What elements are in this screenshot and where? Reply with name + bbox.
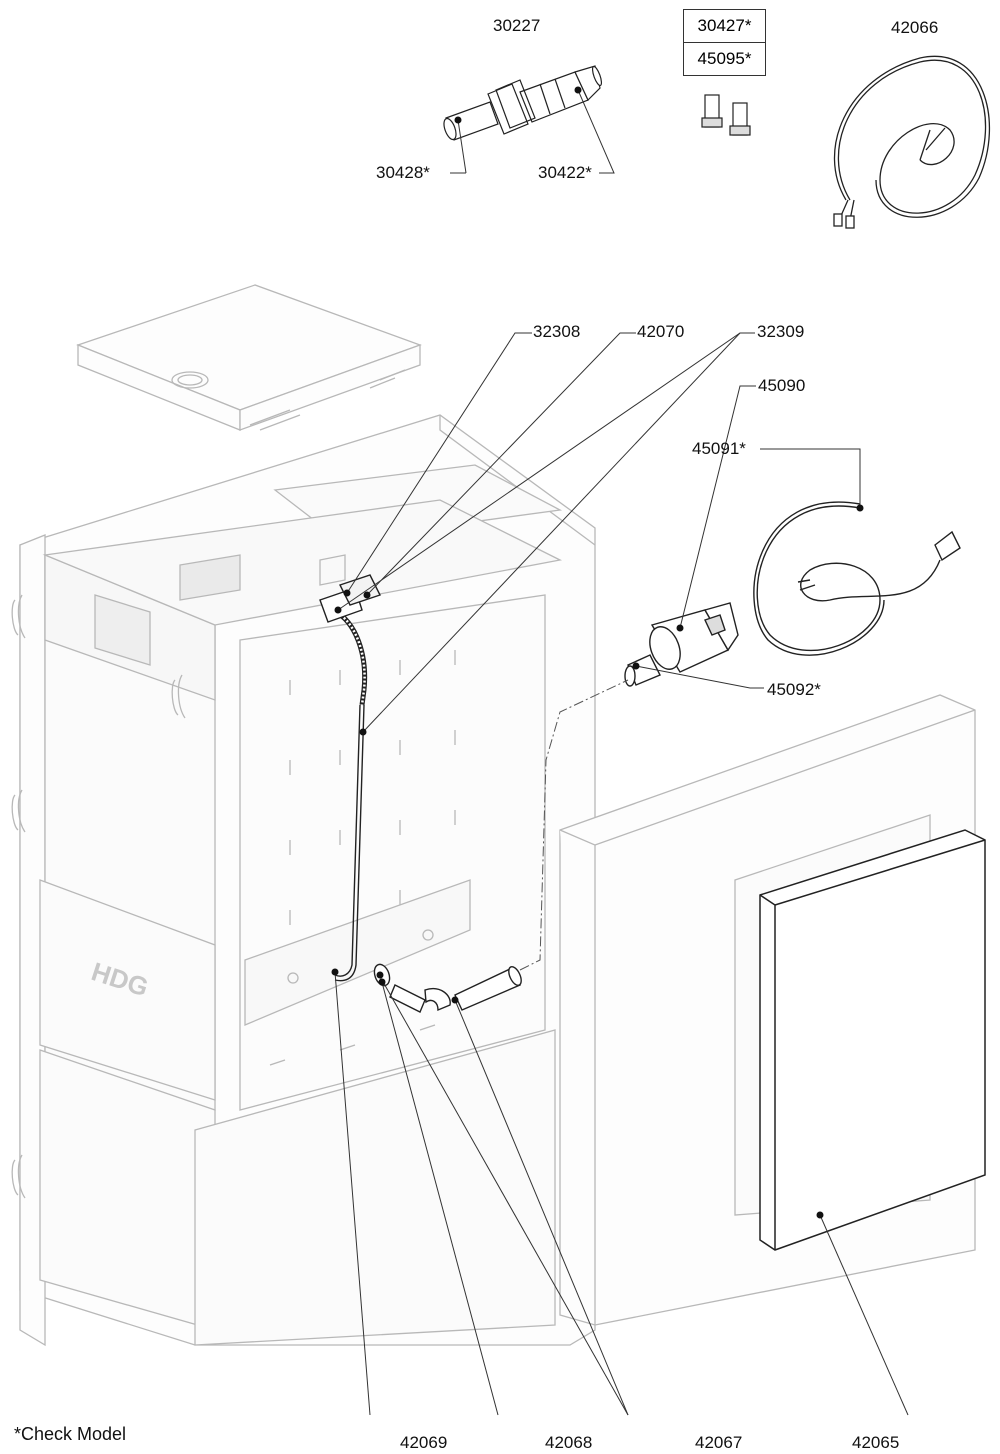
part-label-32309: 32309	[757, 322, 805, 341]
part-label-42067: 42067	[695, 1433, 743, 1452]
part-label-main: 30227	[493, 16, 541, 35]
part-label-tip: 30428*	[376, 163, 430, 182]
leader-dots	[331, 86, 864, 1219]
boiler-housing	[11, 284, 596, 1347]
ignition-element-part	[443, 65, 603, 141]
part-label-45090: 45090	[758, 376, 806, 395]
part-label-32308: 32308	[533, 322, 581, 341]
brush-part-box: 30427* 45095*	[683, 9, 766, 76]
carbon-brushes	[701, 94, 751, 136]
part-label-45091: 45091*	[692, 439, 746, 458]
part-label-cable-top: 42066	[891, 18, 939, 37]
insulation-panel	[759, 829, 986, 1251]
cable-coil-top	[833, 55, 991, 229]
leader-lines	[334, 89, 909, 1416]
check-model-footnote: *Check Model	[14, 1424, 127, 1444]
part-label-body: 30422*	[538, 163, 592, 182]
part-label-42065: 42065	[852, 1433, 900, 1452]
part-label-brush-b: 45095*	[684, 42, 765, 75]
part-label-brush-a: 30427*	[697, 16, 752, 35]
part-label-42069: 42069	[400, 1433, 448, 1452]
part-label-42068: 42068	[545, 1433, 593, 1452]
part-label-42070: 42070	[637, 322, 685, 341]
part-label-45092: 45092*	[767, 680, 821, 699]
ignition-assembly	[624, 501, 961, 687]
